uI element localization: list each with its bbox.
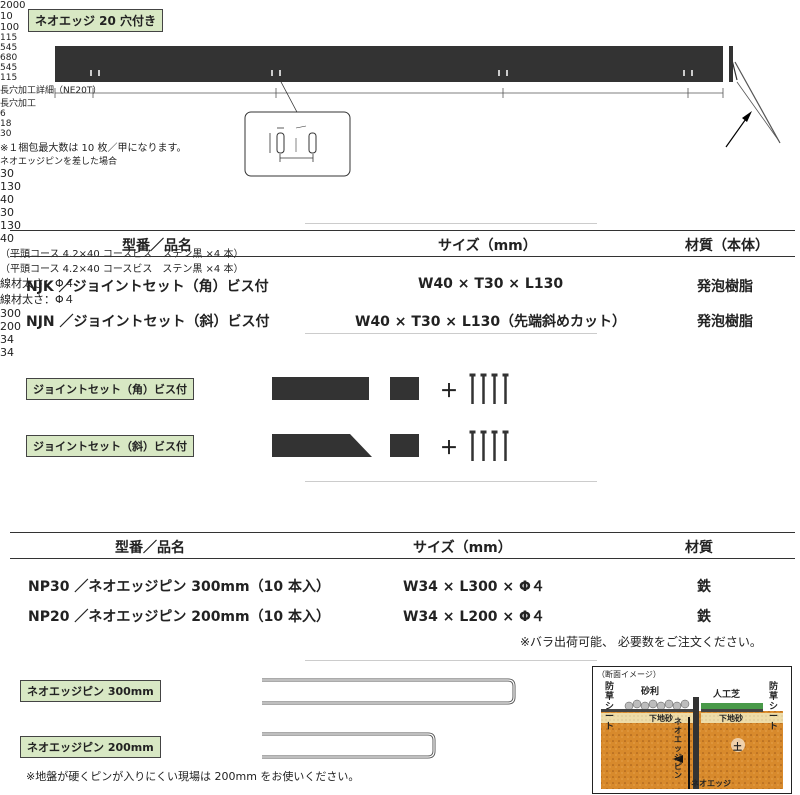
table2-top-rule [10,532,795,533]
pin-300-length: 300 [0,307,21,320]
table2-row1-size: W34 × L300 × Φ４ [403,579,545,595]
seg1-label: 115 [0,33,18,43]
slot-width: 6 [0,109,6,119]
table2-header-material: 材質 [685,540,713,556]
table1-top-rule [10,230,795,231]
pack-note: ※１梱包最大数は 10 枚／甲になります。 [0,143,187,154]
table2-header-rule [10,558,795,559]
soil-label: 土 [733,743,743,753]
table2-header-model: 型番／品名 [115,540,185,556]
joint-slant-length: 130 [0,219,21,232]
seg5-label: 115 [0,73,18,83]
pin-300-width: 34 [0,333,14,346]
gravel-label: 砂利 [641,687,660,697]
table1-row1-model: NJK ／ジョイントセット（角）ビス付 [26,279,269,295]
table1-header-material: 材質（本体） [685,238,769,254]
seg3-label: 680 [0,53,18,63]
slot-height: 18 [0,119,12,129]
joint-set-square-tag: ジョイントセット（角）ビス付 [26,378,194,400]
table1-row1-size: W40 × T30 × L130 [418,276,564,292]
joint-slant-height: 30 [0,206,14,219]
joint-slant-width: 40 [0,232,14,245]
divider-mid [305,333,597,334]
height-label: 100 [0,22,20,33]
slot-detail-label: 長穴加工詳細（NE20T） [0,86,102,96]
table1-row2-material: 発泡樹脂 [697,314,753,330]
pin-inserted-note: ネオエッジピンを差した場合 [0,157,118,167]
turf-label: 人工芝 [713,690,741,700]
plus-sign-2: ＋ [440,438,458,459]
table2-row2-size: W34 × L200 × Φ４ [403,609,545,625]
table2-row1-material: 鉄 [697,579,711,595]
cross-section-title: （断面イメージ） [597,670,661,679]
neo-edge-20-tag: ネオエッジ 20 穴付き [28,9,164,32]
bulk-order-note: ※バラ出荷可能、 必要数をご注文ください。 [520,635,762,649]
slot-pitch: 30 [0,129,12,139]
pin-200-length: 200 [0,320,21,333]
pin-200-wire: 線材太さ：Φ４ [0,293,75,306]
sand-right-label: 下地砂 [719,714,743,723]
table1-row2-model: NJN ／ジョイントセット（斜）ビス付 [26,314,270,330]
weed-sheet-right-label: 防草シート [769,682,779,732]
table2-header-size: サイズ（mm） [413,540,512,556]
seg4-label: 545 [0,63,18,73]
screw-spec-1: （平頭コース 4.2×40 コースビス ステン黒 ×4 本） [0,249,244,260]
neo-edge-label: ネオエッジ [691,779,731,788]
weed-sheet-left-label: 防草シート [605,682,615,732]
neo-edge-drawing [54,46,781,177]
cross-section-svg [601,697,783,789]
pin-200-width: 34 [0,346,14,359]
cross-section-image: （断面イメージ） 砂利 人工芝 防草シート 防草シート 下地砂 下地砂 土 ネオ… [592,666,792,794]
joint-square-length: 130 [0,180,21,193]
screw-spec-2: （平頭コース 4.2×40 コースビス ステン黒 ×4 本） [0,264,244,275]
joint-set-slant-tag: ジョイントセット（斜）ビス付 [26,435,194,457]
divider-bottom [305,660,597,661]
table1-header-model: 型番／品名 [122,238,192,254]
neo-edge-pin-label: ネオエッジピン [674,717,682,780]
divider-top [305,223,597,224]
divider-joint [305,481,597,482]
table1-header-rule [10,256,795,257]
sand-left-label: 下地砂 [649,714,673,723]
joint-square-height: 30 [0,167,14,180]
slot-title: 長穴加工 [0,99,37,109]
pin-300-tag: ネオエッジピン 300mm [20,680,161,702]
pin-300-wire: 線材太さ：Φ４ [0,277,75,290]
length-label: 2000 [0,0,26,11]
seg2-label: 545 [0,43,18,53]
table2-row2-model: NP20 ／ネオエッジピン 200mm（10 本入） [28,609,330,625]
table2-row2-material: 鉄 [697,609,711,625]
table1-header-size: サイズ（mm） [438,238,537,254]
joint-drawing [272,373,509,461]
table2-row1-model: NP30 ／ネオエッジピン 300mm（10 本入） [28,579,330,595]
pin-200-tag: ネオエッジピン 200mm [20,736,161,758]
plus-sign-1: ＋ [440,381,458,402]
table1-row1-material: 発泡樹脂 [697,279,753,295]
table1-row2-size: W40 × T30 × L130（先端斜めカット） [355,314,627,330]
joint-square-width: 40 [0,193,14,206]
thickness-label: 10 [0,11,13,22]
hard-ground-note: ※地盤が硬くピンが入りにくい現場は 200mm をお使いください。 [26,770,360,783]
